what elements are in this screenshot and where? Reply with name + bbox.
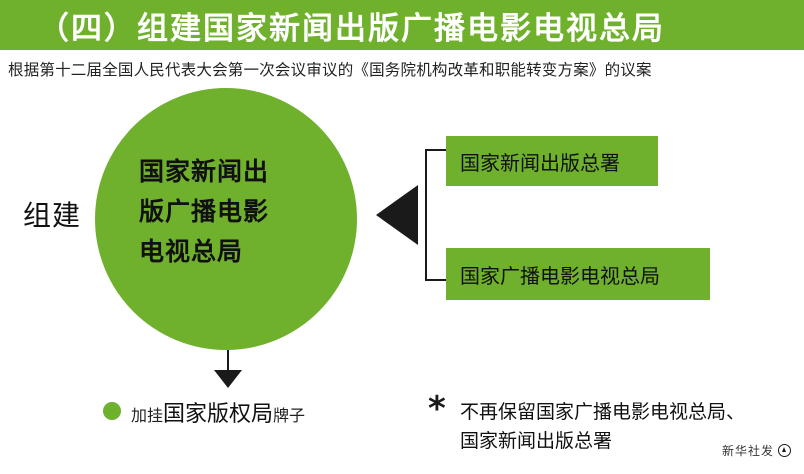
green-bullet-icon [103, 402, 121, 420]
xinhua-logo-icon [778, 444, 792, 457]
plaque-name: 国家版权局 [163, 402, 274, 427]
note-line: 国家新闻出版总署 [460, 430, 613, 452]
page-title: （四）组建国家新闻出版广播电影电视总局 [38, 10, 665, 47]
abolished-note: 不再保留国家广播电影电视总局、 国家新闻出版总署 [460, 398, 800, 456]
plaque-prefix: 加挂 [131, 406, 164, 425]
merged-body-radio-film-tv: 国家广播电影电视总局 [446, 248, 710, 300]
title-banner: （四）组建国家新闻出版广播电影电视总局 [0, 0, 804, 50]
asterisk-icon: * [428, 389, 446, 429]
merge-arrow-icon [376, 185, 418, 245]
new-agency-name-line: 版广播电影 [139, 197, 270, 226]
new-agency-name-line: 国家新闻出 [139, 157, 270, 186]
note-line: 不再保留国家广播电影电视总局、 [460, 401, 746, 423]
new-agency-circle [95, 88, 357, 350]
new-agency-name: 国家新闻出 版广播电影 电视总局 [139, 152, 315, 272]
merged-body-press-publication: 国家新闻出版总署 [446, 136, 658, 186]
down-arrow-icon [214, 370, 242, 388]
plaque-suffix: 牌子 [273, 406, 306, 425]
watermark-text: 新华社发 [722, 444, 775, 458]
xinhua-watermark: 新华社发 [722, 442, 792, 459]
new-agency-name-line: 电视总局 [139, 237, 244, 266]
down-connector-line [227, 350, 229, 372]
subtitle: 根据第十二届全国人民代表大会第一次会议审议的《国务院机构改革和职能转变方案》的议… [8, 61, 652, 79]
merge-bracket [425, 149, 451, 281]
establish-label: 组建 [23, 199, 82, 232]
additional-plaque: 加挂 国家版权局 牌子 [131, 396, 305, 428]
